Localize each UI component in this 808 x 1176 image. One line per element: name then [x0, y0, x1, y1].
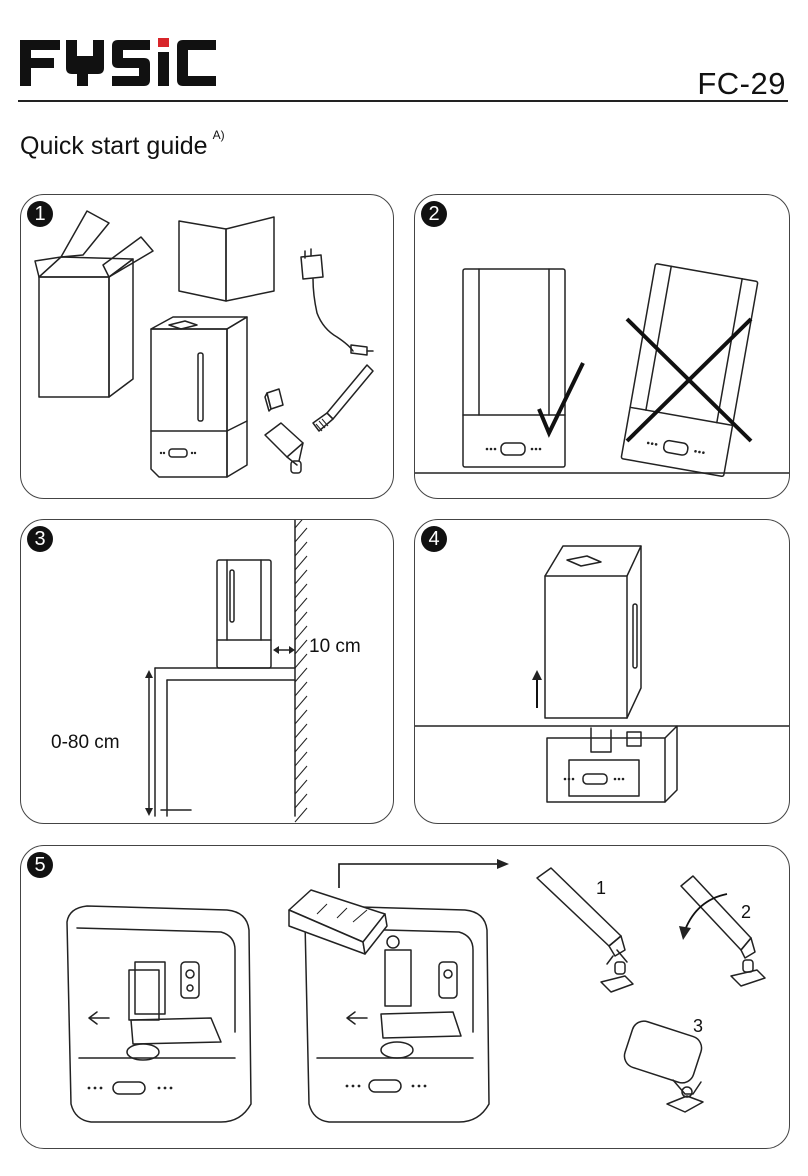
filter-cartridge-icon [264, 422, 304, 474]
water-tank [544, 545, 642, 719]
wall-hatch-line [294, 583, 308, 599]
humidifier-base-open [66, 905, 252, 1123]
step-2-panel: 2 [414, 194, 790, 499]
clearance-arrow [273, 646, 295, 654]
wall-hatch-line [294, 793, 308, 809]
fysic-logo: FYSIC [20, 38, 236, 93]
filter-open-step-3 [623, 1020, 704, 1113]
step-3-panel: 3 10 cm 0-80 cm [20, 519, 394, 824]
wall-hatch-line [294, 723, 308, 739]
step-4-number: 4 [421, 526, 447, 552]
step-5-number: 5 [27, 852, 53, 878]
checkmark-icon [537, 362, 585, 438]
wall-hatch-line [294, 541, 308, 557]
model-number: FC-29 [697, 66, 786, 101]
step-3-number: 3 [27, 526, 53, 552]
wall-hatch-line [294, 709, 308, 725]
step-3-illustration [145, 520, 308, 823]
sub-step-3-label: 3 [693, 1016, 704, 1036]
sub-step-2-label: 2 [741, 902, 752, 922]
sub-step-1-label: 1 [596, 878, 607, 898]
step-1-illustration [34, 210, 374, 478]
humidifier-icon [150, 316, 248, 478]
wall-hatch-line [294, 639, 308, 655]
step-1-panel: 1 [20, 194, 394, 499]
filter-icon [264, 388, 284, 412]
wall-hatch-line [294, 737, 308, 753]
wall-hatch-line [294, 625, 308, 641]
page-title: Quick start guide A) [20, 128, 225, 161]
fysic-logo-mark [20, 38, 216, 86]
clearance-label: 10 cm [309, 636, 361, 657]
wall-hatch-line [294, 555, 308, 571]
table [154, 667, 296, 817]
adapter-icon [300, 248, 374, 356]
rotate-arrow-icon [679, 893, 728, 940]
wall-hatch-line [294, 681, 308, 697]
humidifier-base-cover [288, 889, 490, 1123]
step-2-illustration [415, 263, 789, 478]
wall-hatch-line [294, 779, 308, 795]
step-4-illustration [415, 545, 789, 803]
filter-open-step-1 [536, 867, 634, 993]
wall-hatch-line [294, 611, 308, 627]
step-1-number: 1 [27, 201, 53, 227]
wall-hatch-line [294, 527, 308, 543]
manual-icon [178, 216, 275, 302]
wall-hatch-line [294, 751, 308, 767]
arrow-right-icon [338, 859, 509, 888]
arrow-up-icon [532, 670, 542, 708]
wall-hatch-line [294, 807, 308, 823]
humidifier-base [546, 725, 678, 803]
upright-humidifier [462, 268, 566, 468]
wall-hatch-line [294, 765, 308, 781]
step-2-number: 2 [421, 201, 447, 227]
box-icon [34, 210, 154, 398]
wall-hatch-line [294, 520, 303, 529]
humidifier-icon [216, 559, 272, 669]
step-4-panel: 4 [414, 519, 790, 824]
page-title-text: Quick start guide [20, 132, 208, 160]
wall-hatch-line [294, 597, 308, 613]
brush-icon [312, 364, 374, 432]
cross-icon [625, 317, 753, 443]
height-arrow [145, 670, 153, 816]
header-rule [18, 100, 788, 102]
wall-hatch-line [294, 569, 308, 585]
title-note: A) [212, 127, 225, 142]
step-5-illustration [66, 859, 766, 1123]
step-5-panel: 5 1 2 3 [20, 845, 790, 1149]
wall [294, 520, 308, 823]
tilted-humidifier [620, 263, 759, 478]
wall-hatch-line [294, 695, 308, 711]
wall-hatch-line [294, 653, 308, 669]
filter-open-step-2 [680, 875, 766, 987]
wall-hatch-line [294, 667, 308, 683]
height-label: 0-80 cm [51, 732, 120, 753]
